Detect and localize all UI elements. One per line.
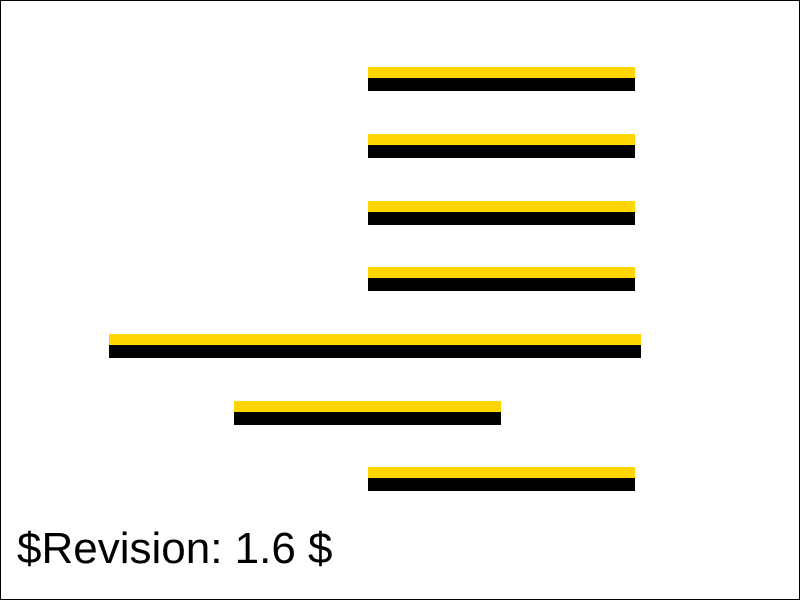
pair-1 [368,67,635,91]
pair-5-yellow-band [109,334,641,345]
pair-4-yellow-band [368,267,635,278]
pair-2 [368,134,635,158]
pair-6-yellow-band [234,401,501,412]
pair-7 [368,467,635,491]
pair-3-black-band [368,212,635,225]
pair-2-yellow-band [368,134,635,145]
pair-6-black-band [234,412,501,425]
pair-4-black-band [368,278,635,291]
pair-5-black-band [109,345,641,358]
pair-2-black-band [368,145,635,158]
pair-4 [368,267,635,291]
pair-3 [368,201,635,225]
pair-7-yellow-band [368,467,635,478]
pair-1-black-band [368,78,635,91]
pair-1-yellow-band [368,67,635,78]
pair-5 [109,334,641,358]
pair-3-yellow-band [368,201,635,212]
pair-7-black-band [368,478,635,491]
pair-6 [234,401,501,425]
revision-label: $Revision: 1.6 $ [17,524,333,573]
